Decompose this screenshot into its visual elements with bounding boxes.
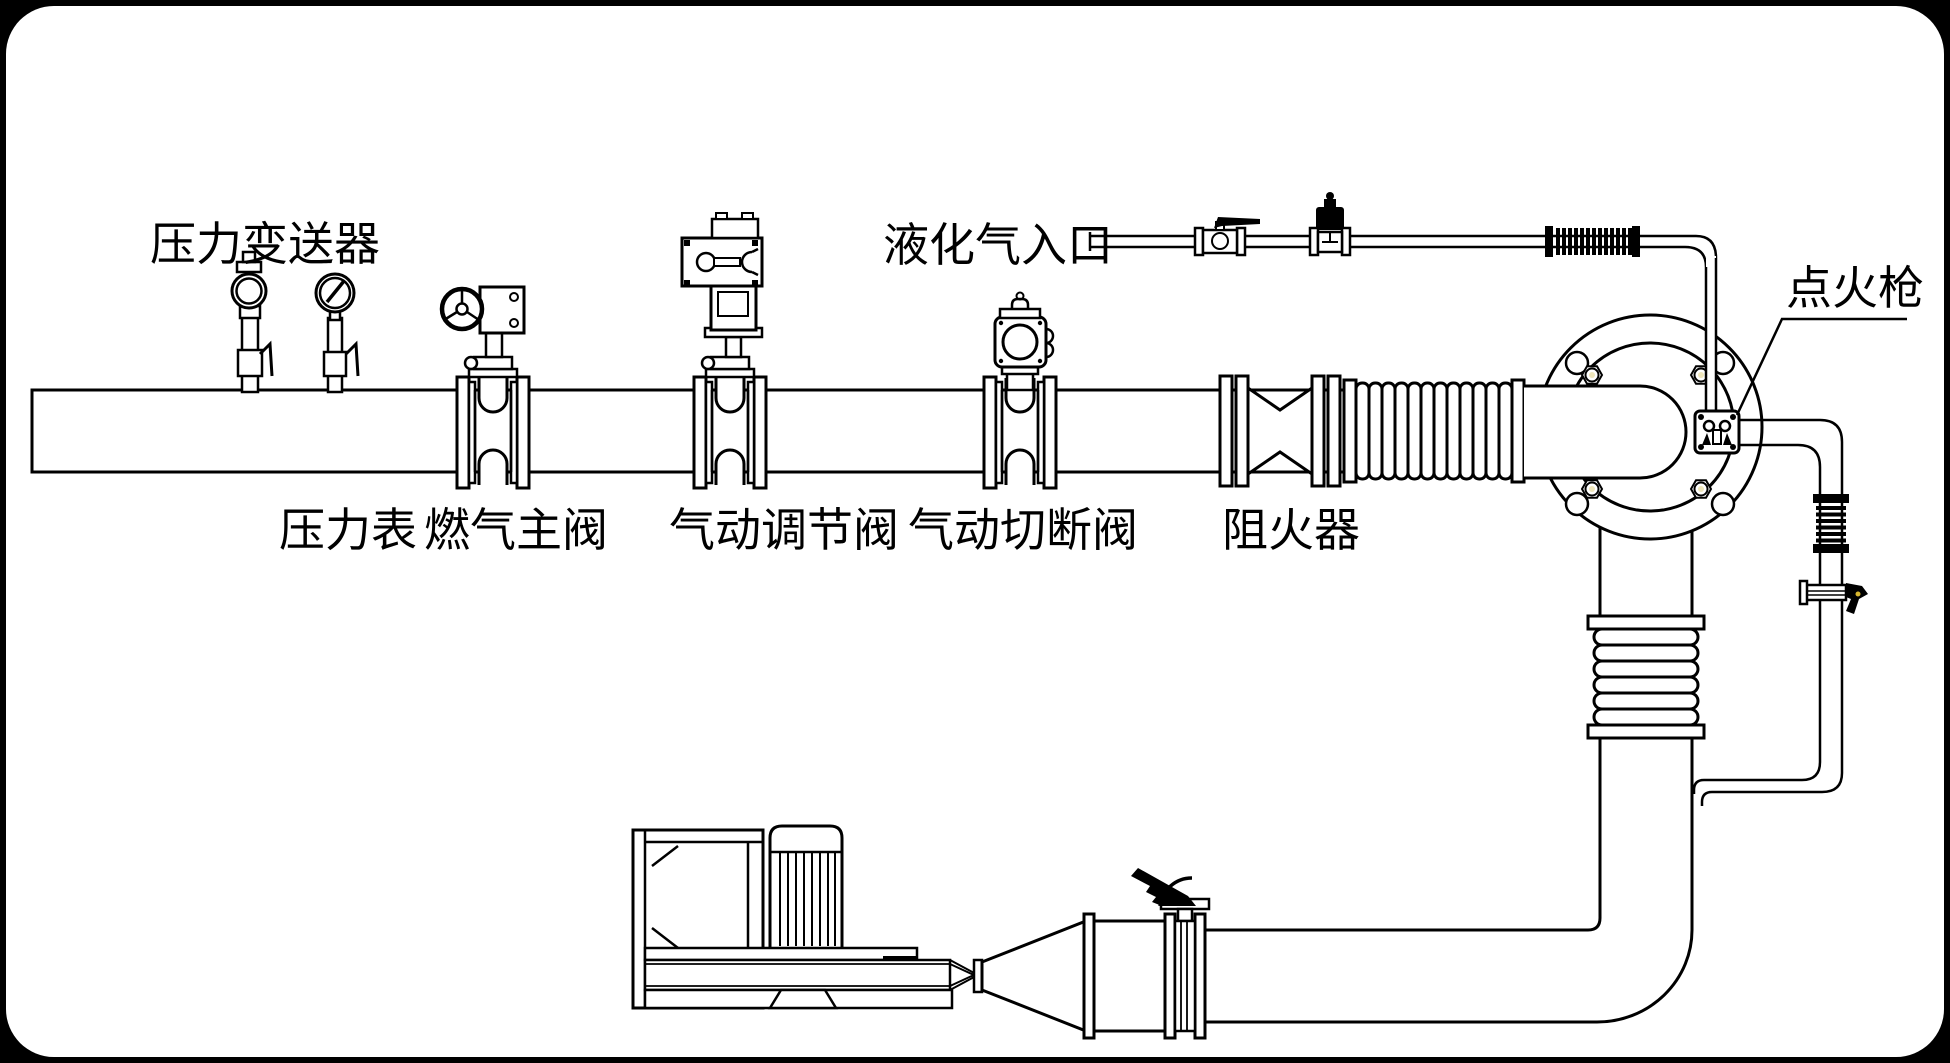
bleed-valve-gun [1798,579,1868,614]
solenoid-coil-icon [1316,207,1344,230]
gas-main-valve [439,285,531,490]
pilot-ball-valve [1193,217,1260,257]
pipe-expansion-bellows [1342,378,1526,484]
ignition-gun-callout [1735,317,1907,416]
pressure-transmitter [230,250,274,394]
valve-lever-icon [1214,217,1260,228]
leader-line [1735,317,1907,416]
pneumatic-shutoff-valve [982,291,1058,490]
combustion-air-duct [1203,525,1706,1024]
venturi-mixer [949,868,1211,1040]
rotation-arrow-icon [740,247,759,277]
torch-gun-icon [1846,583,1868,614]
drawing-sheet [6,6,1944,1057]
igniter-outlet-pipe [1692,418,1868,806]
label-pressure-transmitter: 压力变送器 [150,219,380,270]
igniter-flange [1693,409,1741,455]
burner-gun-barrel [1524,384,1688,480]
lpg-pilot-line [1088,192,1718,268]
spark-dot [1855,591,1861,597]
label-lpg-inlet: 液化气入口 [883,220,1113,271]
label-pneumatic-shutoff-valve: 气动切断阀 [908,505,1138,556]
blower-motor [768,824,844,948]
flame-arrester [1218,374,1342,488]
duct-expansion-bellows [1586,614,1706,740]
valve-handle-icon [1131,868,1196,906]
handwheel-icon [439,286,485,332]
label-flame-arrester: 阻火器 [1222,505,1360,556]
label-pressure-gauge: 压力表 [279,505,417,556]
butterfly-valve [1131,868,1211,1040]
blower-assembly [631,824,954,1010]
outlet-flex-hose [1813,494,1849,553]
pilot-solenoid-valve [1308,192,1352,257]
pneumatic-control-valve [680,212,768,490]
gauge-needle [325,279,346,304]
label-pneumatic-control-valve: 气动调节阀 [669,505,899,556]
label-ignition-gun: 点火枪 [1786,263,1924,314]
label-gas-main-valve: 燃气主阀 [424,505,608,556]
flange-bolt-icon [1580,365,1713,499]
pilot-flex-hose [1545,226,1640,257]
pilot-feed-pipe [1704,256,1718,413]
pressure-gauge [314,272,360,394]
